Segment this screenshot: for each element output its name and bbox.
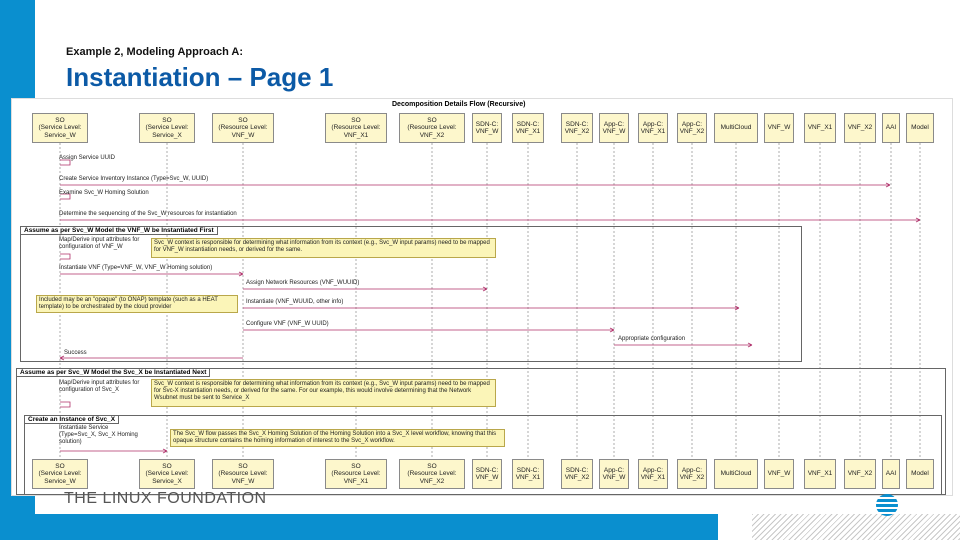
frame-create-svc-x: Create an Instance of Svc_X <box>24 415 942 495</box>
participant-0: SO (Service Level: Service_W <box>32 459 88 489</box>
participant-10: App-C: VNF_X2 <box>677 113 707 143</box>
message-arrow <box>60 253 71 260</box>
frame-label: Assume as per Svc_W Model the VNF_W be I… <box>21 227 218 235</box>
participant-3: SO (Resource Level: VNF_X1 <box>325 459 387 489</box>
message-arrow <box>243 286 488 292</box>
participant-13: VNF_X1 <box>804 113 836 143</box>
participant-12: VNF_W <box>764 113 794 143</box>
hatch-pattern <box>752 514 960 540</box>
participant-13: VNF_X1 <box>804 459 836 489</box>
message-arrow <box>60 401 71 408</box>
frame-vnf-w: Assume as per Svc_W Model the VNF_W be I… <box>20 226 802 362</box>
participant-16: Model <box>906 459 934 489</box>
message-arrow <box>60 193 71 200</box>
participant-7: SDN-C: VNF_X2 <box>561 459 593 489</box>
frame-label: Create an Instance of Svc_X <box>25 416 120 424</box>
message-arrow <box>60 159 71 166</box>
sequence-diagram: Decomposition Details Flow (Recursive) S… <box>11 98 953 496</box>
message-arrow <box>60 271 244 277</box>
participant-0: SO (Service Level: Service_W <box>32 113 88 143</box>
message: Appropriate configuration <box>618 336 686 342</box>
message: Map/Derive input attributes for configur… <box>59 380 140 393</box>
slide-subtitle: Example 2, Modeling Approach A: <box>66 46 244 58</box>
message: Configure VNF (VNF_W UUID) <box>246 321 329 327</box>
participant-11: MultiCloud <box>714 113 758 143</box>
note: Svc_W context is responsible for determi… <box>151 379 496 407</box>
message: Examine Svc_W Homing Solution <box>59 190 149 196</box>
message: Assign Network Resources (VNF_WUUID) <box>246 280 360 286</box>
message-arrow <box>243 327 615 333</box>
note: Included may be an "opaque" (to ONAP) te… <box>36 295 238 313</box>
message-arrow <box>243 305 740 311</box>
participant-5: SDN-C: VNF_W <box>472 459 502 489</box>
participant-5: SDN-C: VNF_W <box>472 113 502 143</box>
participant-2: SO (Resource Level: VNF_W <box>212 113 274 143</box>
message: Instantiate (VNF_WUUID, other info) <box>246 299 344 305</box>
bottom-accent-bar <box>0 514 718 540</box>
participant-11: MultiCloud <box>714 459 758 489</box>
message: Create Service Inventory Instance (Type=… <box>59 176 209 182</box>
diagram-title: Decomposition Details Flow (Recursive) <box>392 101 526 108</box>
message: Assign Service UUID <box>59 155 116 161</box>
frame-label: Assume as per Svc_W Model the Svc_X be I… <box>17 369 211 377</box>
att-globe-logo <box>876 494 898 516</box>
logo-text: THE LINUX FOUNDATION <box>64 490 267 507</box>
slide-title: Instantiation – Page 1 <box>66 62 334 92</box>
message-arrow <box>60 182 891 188</box>
message-arrow <box>60 448 168 454</box>
note: The Svc_W flow passes the Svc_X Homing S… <box>170 429 505 447</box>
participant-2: SO (Resource Level: VNF_W <box>212 459 274 489</box>
participant-15: AAI <box>882 459 900 489</box>
participant-12: VNF_W <box>764 459 794 489</box>
participant-14: VNF_X2 <box>844 113 876 143</box>
participant-9: App-C: VNF_X1 <box>638 459 668 489</box>
participant-15: AAI <box>882 113 900 143</box>
participant-1: SO (Service Level: Service_X <box>139 459 195 489</box>
message: Determine the sequencing of the Svc_W re… <box>59 211 237 217</box>
participant-1: SO (Service Level: Service_X <box>139 113 195 143</box>
participant-16: Model <box>906 113 934 143</box>
message-arrow <box>60 217 921 223</box>
participant-4: SO (Resource Level: VNF_X2 <box>399 459 465 489</box>
participant-7: SDN-C: VNF_X2 <box>561 113 593 143</box>
participant-6: SDN-C: VNF_X1 <box>512 113 544 143</box>
message: Map/Derive input attributes for configur… <box>59 237 140 250</box>
message-arrow <box>614 342 753 348</box>
message: Success <box>64 350 87 356</box>
participant-4: SO (Resource Level: VNF_X2 <box>399 113 465 143</box>
message: Instantiate Service (Type=Svc_X, Svc_X H… <box>59 425 138 445</box>
message: Instantiate VNF (Type=VNF_W, VNF_W Homin… <box>59 265 213 271</box>
lifelines <box>59 143 921 459</box>
participant-14: VNF_X2 <box>844 459 876 489</box>
participant-10: App-C: VNF_X2 <box>677 459 707 489</box>
linux-foundation-logo: THE LINUX FOUNDATION <box>64 490 267 508</box>
participant-8: App-C: VNF_W <box>599 113 629 143</box>
participant-6: SDN-C: VNF_X1 <box>512 459 544 489</box>
message-arrow <box>59 355 243 361</box>
participant-9: App-C: VNF_X1 <box>638 113 668 143</box>
note: Svc_W context is responsible for determi… <box>151 238 496 258</box>
participant-8: App-C: VNF_W <box>599 459 629 489</box>
participant-3: SO (Resource Level: VNF_X1 <box>325 113 387 143</box>
